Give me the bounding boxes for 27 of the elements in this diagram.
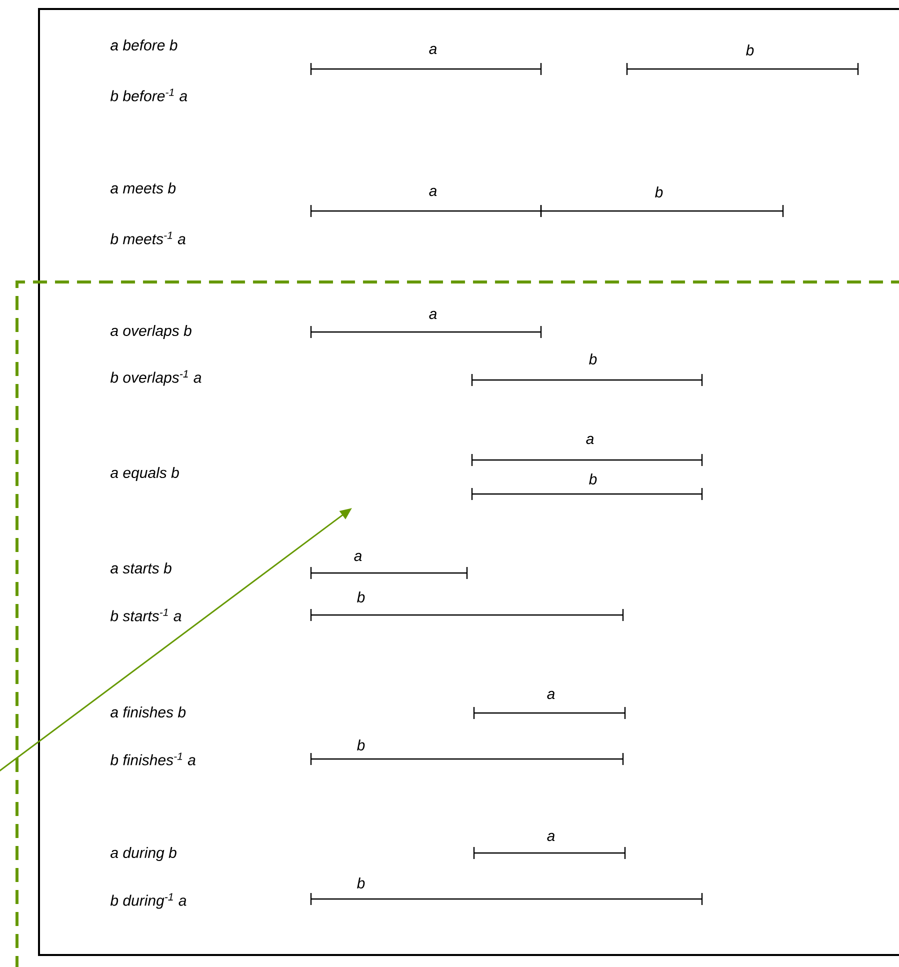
relation-label: a starts b (110, 562, 172, 574)
interval-label: a (586, 436, 594, 444)
relation-label: b before$^{-1}$ a (110, 88, 188, 102)
relation-label: b meets$^{-1}$ a (110, 232, 186, 244)
interval-label: b (589, 474, 597, 484)
interval-label: b (357, 592, 365, 602)
interval-label: b (357, 878, 365, 888)
interval-label: b (589, 354, 597, 364)
interval-label: a (354, 552, 362, 562)
relation-label: a equals b (110, 467, 179, 481)
interval-label: a (429, 310, 437, 320)
interval-label: a (547, 832, 555, 842)
relation-label: b finishes$^{-1}$ a (110, 752, 196, 766)
relation-label: b starts$^{-1}$ a (110, 608, 182, 622)
relation-label: b during$^{-1}$ a (110, 893, 186, 909)
interval-label: b (357, 740, 365, 750)
interval-label: a (429, 188, 437, 196)
interval-label: b (746, 44, 754, 56)
relation-label: a overlaps b (110, 325, 192, 339)
interval-label: a (429, 46, 437, 54)
relation-label: a during b (110, 847, 176, 861)
relation-label: a meets b (110, 182, 176, 194)
relation-label: a finishes b (110, 706, 186, 718)
relation-label: a before b (110, 40, 178, 50)
relation-label: b overlaps$^{-1}$ a (110, 370, 202, 386)
interval-label: a (547, 690, 555, 700)
interval-label: b (655, 186, 663, 198)
